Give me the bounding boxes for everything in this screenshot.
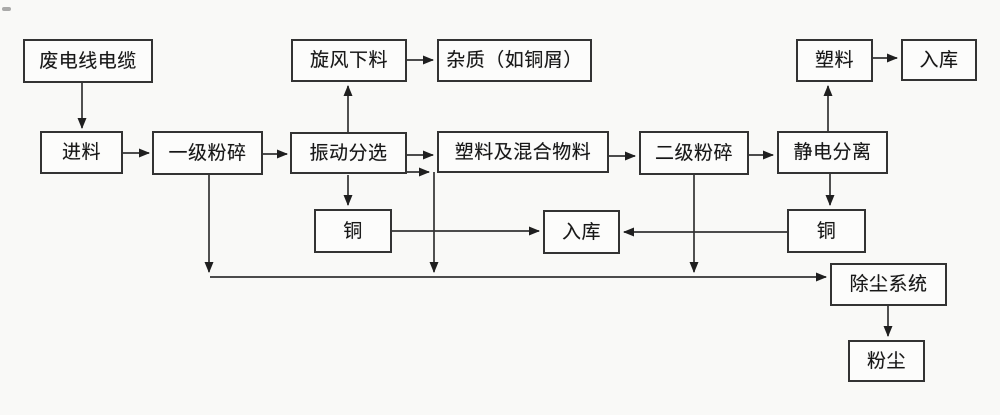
flow-node-label: 塑料 bbox=[814, 50, 854, 71]
flow-node-label: 一级粉碎 bbox=[168, 142, 247, 164]
flow-node-electrostatic-separation: 静电分离 bbox=[777, 131, 888, 174]
flow-node-label: 入库 bbox=[561, 221, 601, 243]
flow-node-label: 废电线电缆 bbox=[39, 50, 137, 72]
flow-node-dust-removal-system: 除尘系统 bbox=[830, 263, 947, 306]
flow-node-dust: 粉尘 bbox=[848, 340, 925, 382]
flow-node-storage-top: 入库 bbox=[901, 39, 977, 81]
flow-node-copper-left: 铜 bbox=[314, 209, 392, 253]
flow-node-label: 铜 bbox=[816, 220, 837, 242]
flow-node-vibrating-separator: 振动分选 bbox=[290, 132, 407, 174]
scan-artifact bbox=[2, 7, 11, 11]
flow-node-storage-mid: 入库 bbox=[543, 210, 620, 254]
flow-node-label: 铜 bbox=[343, 220, 363, 242]
flow-node-waste-cable: 废电线电缆 bbox=[23, 39, 153, 83]
flow-node-label: 杂质（如铜屑） bbox=[446, 50, 583, 71]
flow-node-copper-right: 铜 bbox=[787, 209, 866, 253]
flow-node-label: 除尘系统 bbox=[849, 274, 928, 295]
flow-node-label: 进料 bbox=[61, 142, 101, 163]
flow-node-label: 入库 bbox=[919, 49, 959, 71]
flow-node-label: 粉尘 bbox=[866, 350, 906, 372]
flow-node-impurities: 杂质（如铜屑） bbox=[437, 39, 592, 82]
flow-node-plastic: 塑料 bbox=[796, 39, 873, 82]
flow-node-primary-crusher: 一级粉碎 bbox=[152, 131, 263, 175]
flow-node-plastic-mixed-material: 塑料及混合物料 bbox=[437, 131, 609, 173]
flow-node-feed: 进料 bbox=[40, 131, 123, 174]
flow-node-label: 静电分离 bbox=[793, 142, 872, 163]
flow-node-label: 二级粉碎 bbox=[654, 142, 733, 164]
flow-node-cyclone-discharge: 旋风下料 bbox=[291, 39, 407, 82]
flow-node-label: 旋风下料 bbox=[309, 50, 388, 71]
flow-node-secondary-crusher: 二级粉碎 bbox=[639, 131, 749, 175]
flow-node-label: 振动分选 bbox=[309, 142, 388, 164]
flow-node-label: 塑料及混合物料 bbox=[454, 141, 592, 163]
